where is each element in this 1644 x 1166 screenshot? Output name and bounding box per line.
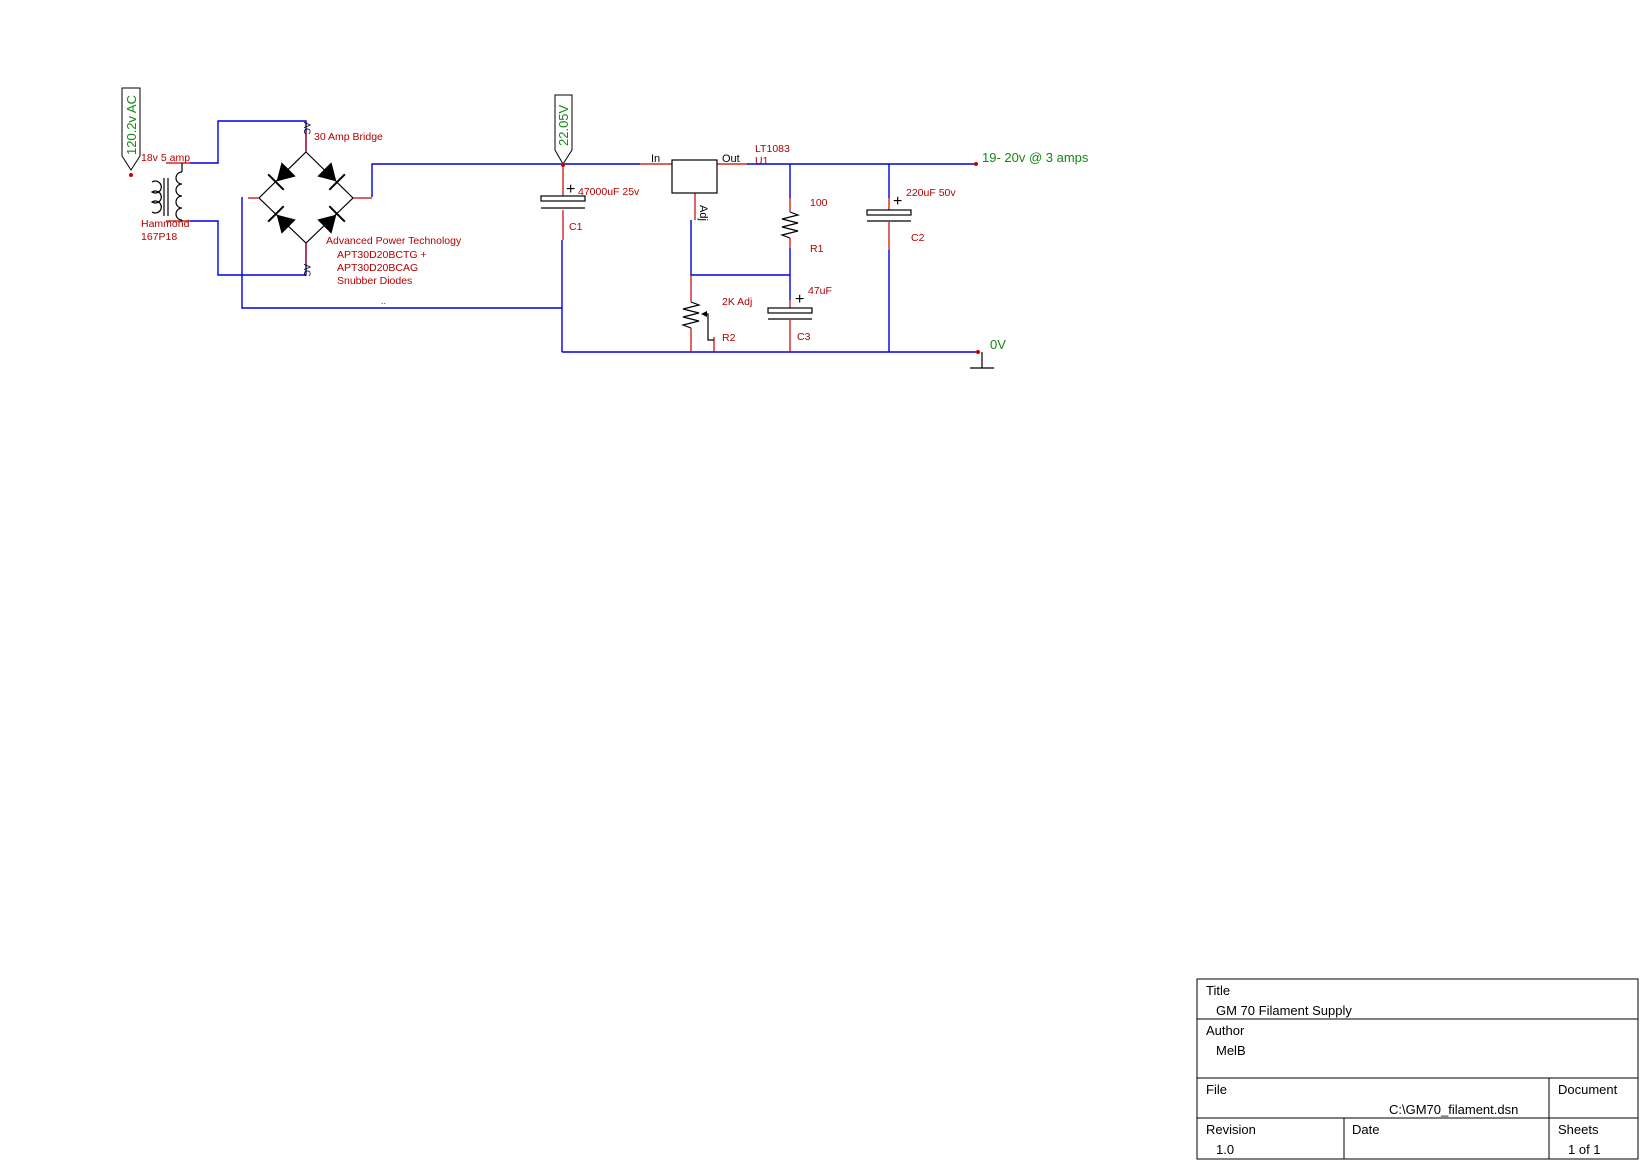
c2-value-label: 220uF 50v: [906, 187, 956, 199]
ac-input-flag: 120.2v AC: [121, 87, 141, 177]
bridge-diode-top-left: [267, 162, 296, 191]
wires: [190, 120, 978, 353]
c1-plus-sign: +: [566, 181, 575, 198]
c2-plus-sign: +: [893, 193, 902, 210]
transformer-part-label: 167P18: [141, 231, 177, 243]
wire-sec-top: [190, 120, 307, 164]
capacitor-c3: +: [767, 291, 813, 352]
potentiometer-r2: [680, 275, 715, 352]
output-node-dot: [974, 162, 978, 166]
wire-bridge-plus: [371, 163, 640, 197]
rail-flag-shape: [554, 94, 573, 165]
title-block-file-value: C:\GM70_filament.dsn: [1389, 1102, 1518, 1117]
bridge-ac-top-label: AC: [302, 122, 312, 135]
u1-pin-in-label: In: [651, 153, 660, 165]
r1-zigzag: [779, 211, 801, 239]
u1-pin-adj-label: Adj: [697, 205, 709, 221]
c1-ref-label: C1: [569, 221, 583, 233]
title-block-author-label: Author: [1206, 1023, 1245, 1038]
title-block-date-label: Date: [1352, 1122, 1379, 1137]
output-voltage-label: 19- 20v @ 3 amps: [982, 150, 1089, 165]
transformer-maker-label: Hammond: [141, 218, 190, 230]
bridge-ac-bottom-label: AC: [302, 264, 312, 277]
rail-voltage-label: 22.05V: [556, 104, 571, 146]
bridge-diode-bottom-right: [317, 205, 346, 234]
u1-pin-out-label: Out: [722, 153, 740, 165]
wire-sec-bottom: [190, 220, 307, 276]
r1-value-label: 100: [810, 197, 828, 209]
bridge-rectifier: AC AC: [248, 122, 372, 277]
c3-plate-top: [767, 307, 813, 314]
title-block-sheets-value: 1 of 1: [1568, 1142, 1601, 1157]
r2-zigzag: [680, 301, 702, 329]
r2-wiper: [703, 313, 714, 341]
c3-plus-sign: +: [795, 291, 804, 308]
transformer-rating-label: 18v 5 amp: [141, 152, 190, 164]
bridge-label: 30 Amp Bridge: [314, 131, 383, 143]
bridge-note-line-2: APT30D20BCTG +: [337, 249, 427, 261]
resistor-r1: [779, 198, 801, 248]
transformer-primary-coil: [150, 180, 162, 214]
ground-label: 0V: [990, 337, 1006, 352]
c1-plate-top: [540, 195, 586, 202]
title-block-title-value: GM 70 Filament Supply: [1216, 1003, 1352, 1018]
r2-ref-label: R2: [722, 332, 736, 344]
c2-ref-label: C2: [911, 232, 925, 244]
ground-node-dot: [976, 350, 980, 354]
ac-input-label: 120.2v AC: [124, 95, 139, 155]
wire-bridge-minus: [241, 197, 562, 309]
title-block-revision-value: 1.0: [1216, 1142, 1234, 1157]
u1-body: [671, 159, 718, 194]
u1-part-label: LT1083: [755, 143, 790, 155]
bridge-note-line-5: ..: [381, 296, 386, 306]
r2-value-label: 2K Adj: [722, 296, 752, 308]
capacitor-c1: +: [540, 165, 586, 240]
bridge-diode-top-right: [317, 162, 346, 191]
title-block-title-label: Title: [1206, 983, 1230, 998]
title-block-document-label: Document: [1558, 1082, 1618, 1097]
bridge-note-line-3: APT30D20BCAG: [337, 262, 418, 274]
u1-pins: [640, 163, 747, 220]
capacitor-c2: +: [866, 193, 912, 250]
bridge-outline: [258, 151, 354, 244]
title-block-author-value: MelB: [1216, 1043, 1246, 1058]
regulator-u1: In Out Adj: [640, 153, 747, 221]
bridge-pins: [248, 131, 372, 263]
rail-voltage-flag: 22.05V: [554, 94, 573, 167]
transformer-secondary-coil: [175, 171, 183, 221]
c2-plate-top: [866, 209, 912, 216]
u1-ref-label: U1: [755, 155, 769, 167]
r2-wiper-arrow: [701, 311, 707, 317]
ac-input-flag-shape: [121, 87, 141, 171]
c1-value-label: 47000uF 25v: [578, 186, 640, 198]
bridge-note-line-4: Snubber Diodes: [337, 275, 412, 287]
title-block-sheets-label: Sheets: [1558, 1122, 1599, 1137]
title-block-file-label: File: [1206, 1082, 1227, 1097]
title-block-frame: [1196, 978, 1639, 1160]
ac-input-node-dot: [129, 173, 133, 177]
title-block: Title GM 70 Filament Supply Author MelB …: [1196, 978, 1639, 1160]
r1-ref-label: R1: [810, 243, 824, 255]
wire-adj: [690, 220, 790, 276]
bridge-diode-bottom-left: [267, 205, 296, 234]
transformer-pins: [166, 162, 190, 222]
ground-symbol: [970, 352, 994, 369]
transformer-symbol: [150, 162, 190, 222]
c3-value-label: 47uF: [808, 285, 832, 297]
bridge-note-line-1: Advanced Power Technology: [326, 235, 462, 247]
c3-ref-label: C3: [797, 331, 811, 343]
title-block-revision-label: Revision: [1206, 1122, 1256, 1137]
